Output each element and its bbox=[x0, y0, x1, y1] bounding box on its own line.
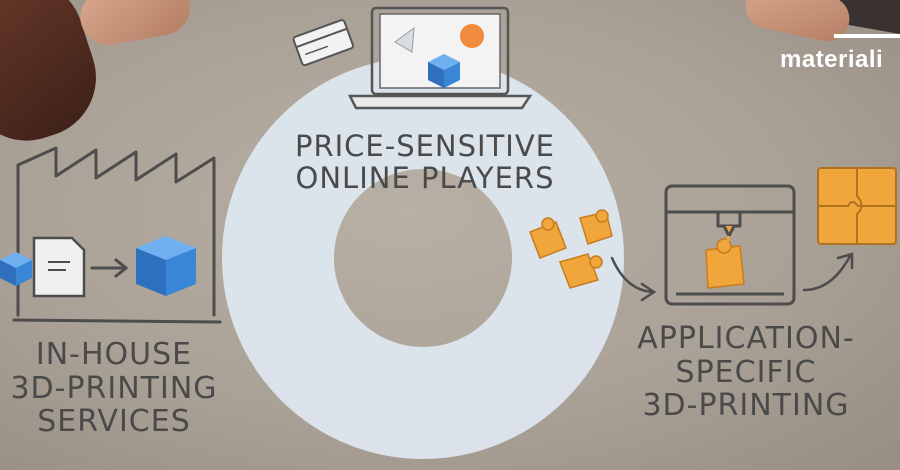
right-segment-line2: SPECIFIC bbox=[675, 354, 817, 390]
right-segment-line3: 3D-PRINTING bbox=[642, 388, 850, 424]
credit-card-icon bbox=[292, 19, 354, 67]
document-icon bbox=[32, 236, 86, 298]
paper-plane-icon bbox=[394, 26, 415, 53]
arrow-icon bbox=[90, 258, 129, 278]
laptop-icon bbox=[347, 6, 533, 110]
left-segment-label: IN-HOUSE 3D-PRINTING SERVICES bbox=[4, 338, 224, 439]
assembled-puzzle-icon bbox=[817, 167, 897, 245]
factory-icon bbox=[12, 146, 222, 324]
large-cube-icon bbox=[136, 236, 196, 296]
curved-arrow-up-icon bbox=[802, 252, 854, 292]
center-segment-line1: PRICE-SENSITIVE bbox=[294, 129, 556, 163]
curved-arrow-icon bbox=[610, 256, 657, 302]
brand-logo: materiali bbox=[780, 46, 884, 73]
puzzle-pieces-icon bbox=[529, 209, 613, 289]
right-segment-label: APPLICATION- SPECIFIC 3D-PRINTING bbox=[628, 322, 864, 423]
center-segment-line2: ONLINE PLAYERS bbox=[295, 161, 555, 196]
printed-puzzle-piece-icon bbox=[705, 238, 745, 289]
3d-printer-icon bbox=[664, 184, 796, 306]
brand-logo-mark bbox=[834, 34, 900, 38]
center-segment-label: PRICE-SENSITIVE ONLINE PLAYERS bbox=[290, 130, 560, 195]
cube-icon bbox=[428, 54, 460, 88]
printer-filament bbox=[724, 235, 731, 247]
left-segment-line1: IN-HOUSE bbox=[35, 337, 193, 372]
small-cube-icon bbox=[0, 252, 32, 286]
right-segment-line1: APPLICATION- bbox=[637, 321, 855, 356]
center-ring bbox=[222, 57, 624, 459]
left-segment-line2: 3D-PRINTING bbox=[10, 370, 218, 406]
orange-ball-icon bbox=[460, 24, 484, 48]
left-segment-line3: SERVICES bbox=[37, 404, 191, 440]
